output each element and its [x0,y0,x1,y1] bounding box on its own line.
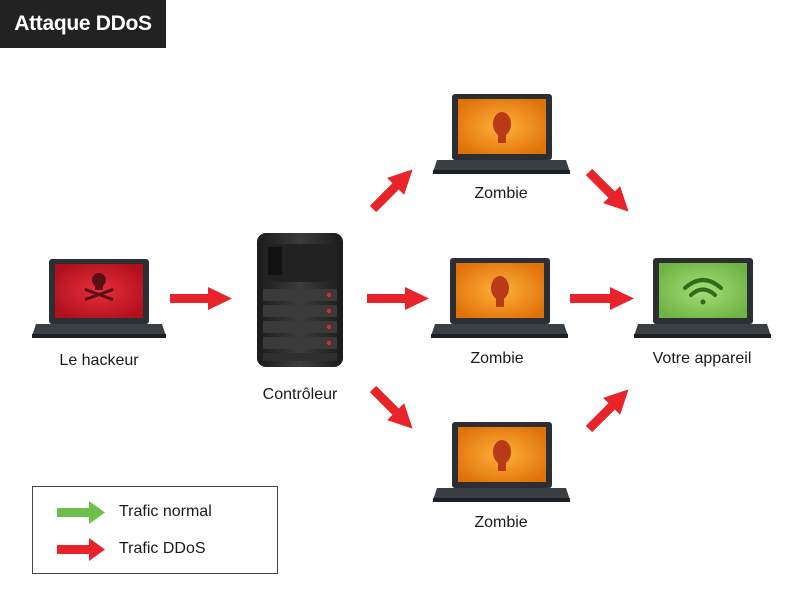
wifi-icon [683,278,723,305]
arrow-zombie-bottom-to-target [585,389,629,433]
arrow-zombie-top-to-target [585,168,629,212]
ddos-arrows [170,168,634,433]
skull-crossbones-icon [84,273,114,302]
zombie-laptop-top [433,94,570,174]
page-title: Attaque DDoS [0,0,166,48]
legend: Trafic normal Trafic DDoS [32,486,278,574]
server-icon [257,233,343,367]
hacker-laptop [32,259,166,338]
arrow-hacker-to-controller [170,287,232,310]
legend-ddos-arrow [57,538,105,561]
hacker-label: Le hackeur [59,352,139,369]
legend-swatches [57,501,105,561]
target-label: Votre appareil [652,350,752,367]
controller-label: Contrôleur [262,386,338,403]
legend-normal-arrow [57,501,105,524]
target-laptop [634,258,771,338]
arrow-controller-to-zombie-middle [367,287,429,310]
legend-ddos-label: Trafic DDoS [119,540,206,557]
zombie-top-label: Zombie [474,185,528,202]
zombie-head-icon [493,440,511,471]
arrow-controller-to-zombie-bottom [369,385,413,429]
zombie-laptop-middle [431,258,568,338]
zombie-laptop-bottom [433,422,570,502]
arrow-controller-to-zombie-top [369,169,413,213]
zombie-bottom-label: Zombie [474,514,528,531]
arrow-zombie-middle-to-target [570,287,634,310]
zombie-head-icon [491,276,509,307]
zombie-middle-label: Zombie [470,350,524,367]
legend-normal-label: Trafic normal [119,503,212,520]
zombie-head-icon [493,112,511,143]
